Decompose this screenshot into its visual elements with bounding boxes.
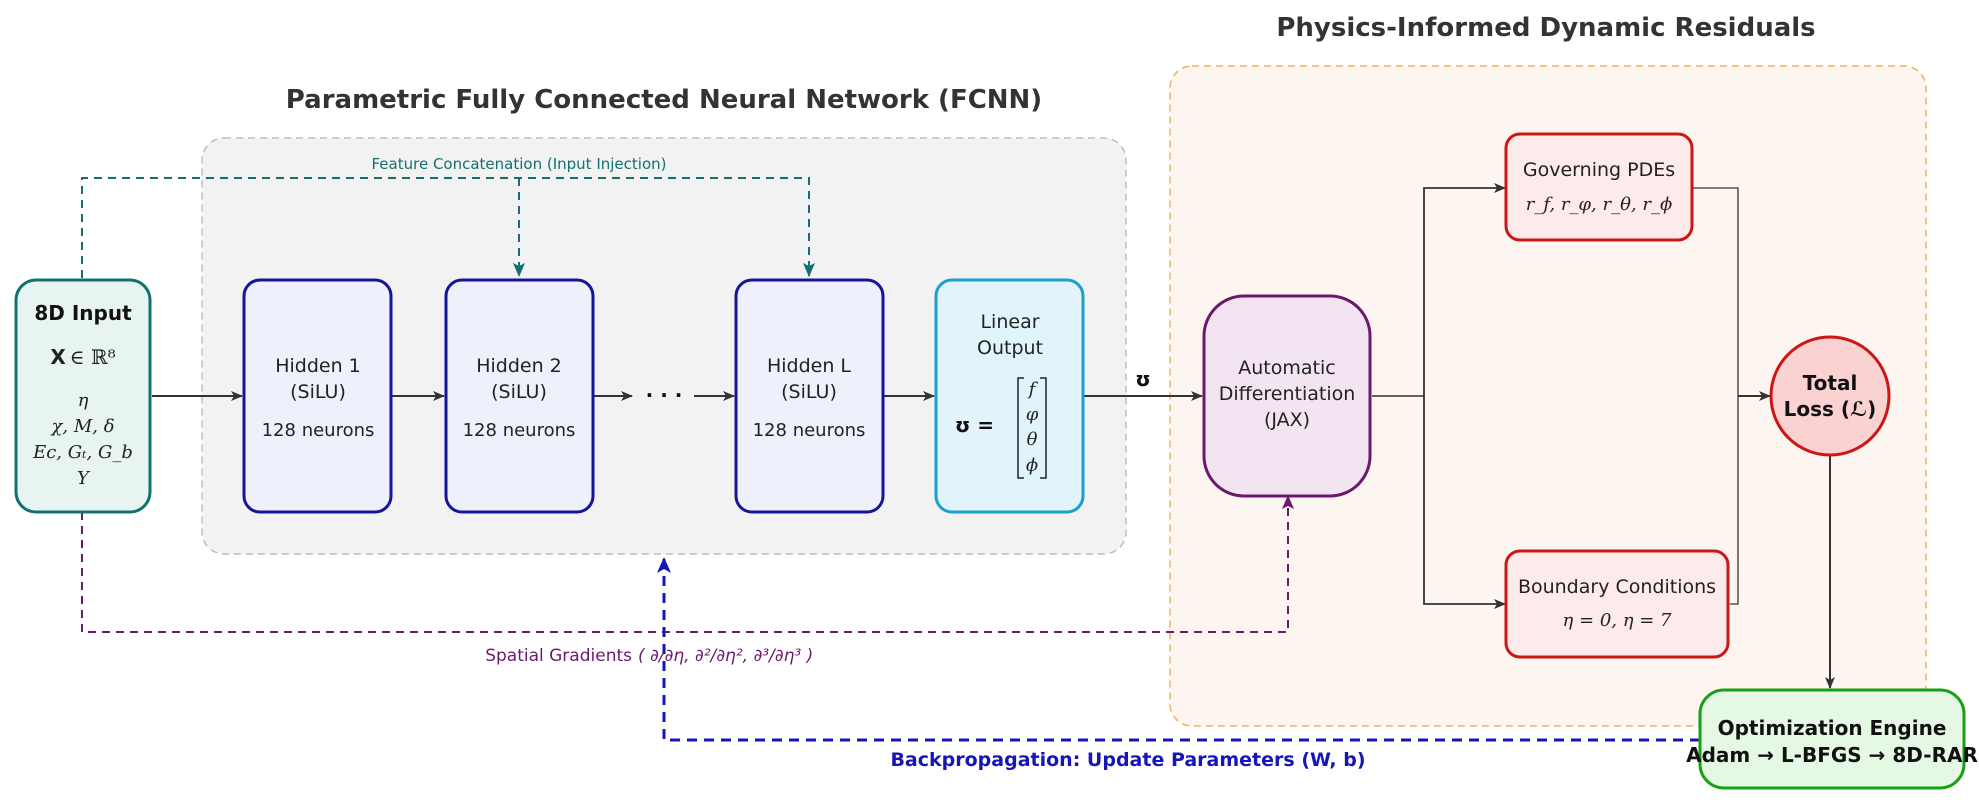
hidden-1-neurons: 128 neurons	[262, 420, 375, 441]
pde-node: Governing PDEs r_f, r_φ, r_θ, r_ϕ	[1504, 132, 1694, 242]
input-var-3: Υ	[77, 468, 91, 489]
bc-node: Boundary Conditions η = 0, η = 7	[1504, 549, 1730, 659]
fcnn-title: Parametric Fully Connected Neural Networ…	[286, 85, 1042, 115]
output-vec-2: θ	[1027, 429, 1038, 450]
hidden-2-neurons: 128 neurons	[463, 420, 576, 441]
optimizer-sub: Adam → L-BFGS → 8D-RAR	[1686, 743, 1978, 767]
pde-math: r_f, r_φ, r_θ, r_ϕ	[1526, 194, 1672, 215]
bc-math: η = 0, η = 7	[1563, 610, 1673, 631]
autodiff-line1: Automatic	[1238, 357, 1335, 379]
edge-autodiff-bc	[1423, 396, 1506, 609]
feature-label: Feature Concatenation (Input Injection)	[372, 155, 667, 173]
fcnn-group-background	[201, 137, 1127, 555]
spatial-math: ( ∂/∂η, ∂²/∂η², ∂³/∂η³ )	[638, 646, 813, 666]
hidden-layer-1: Hidden 1 (SiLU) 128 neurons	[242, 278, 393, 514]
edge-autodiff-pde	[1423, 183, 1506, 396]
spatial-label: Spatial Gradients	[485, 646, 632, 666]
backprop-label: Backpropagation: Update Parameters (W, b…	[890, 749, 1365, 771]
input-node: 8D Input X∈ ℝ⁸ η χ, M, δ Ec, Gₜ, G_b Υ	[14, 278, 152, 514]
output-bracket-right	[1040, 377, 1047, 479]
output-bracket-left	[1017, 377, 1024, 479]
output-vec-3: ϕ	[1026, 455, 1038, 476]
physics-title: Physics-Informed Dynamic Residuals	[1276, 13, 1815, 43]
loss-line1: Total	[1803, 371, 1858, 395]
hidden-layer-2: Hidden 2 (SiLU) 128 neurons	[444, 278, 595, 514]
input-title: 8D Input	[34, 301, 132, 325]
autodiff-line2: Differentiation	[1219, 383, 1356, 405]
hidden-2-name: Hidden 2	[476, 355, 562, 377]
feature-label-bg	[364, 153, 674, 175]
hidden-layer-L: Hidden L (SiLU) 128 neurons	[734, 278, 885, 514]
hidden-L-name: Hidden L	[767, 355, 851, 377]
autodiff-line3: (JAX)	[1264, 409, 1310, 431]
hidden-2-act: (SiLU)	[491, 381, 547, 403]
loss-line2: Loss (ℒ)	[1784, 397, 1877, 421]
hidden-1-act: (SiLU)	[290, 381, 346, 403]
pde-title: Governing PDEs	[1523, 159, 1675, 181]
autodiff-node: Automatic Differentiation (JAX)	[1202, 294, 1372, 498]
output-line1: Linear	[980, 311, 1039, 333]
input-var-2: Ec, Gₜ, G_b	[32, 442, 133, 463]
edge-output-label: ʊ	[1135, 367, 1150, 391]
edge-backprop	[657, 557, 1700, 742]
output-symbol: ʊ =	[955, 413, 994, 437]
hidden-L-neurons: 128 neurons	[753, 420, 866, 441]
hidden-1-name: Hidden 1	[275, 355, 361, 377]
input-var-1: χ, M, δ	[49, 416, 114, 437]
edge-spatial-gradients	[81, 495, 1294, 633]
optimizer-node: Optimization Engine Adam → L-BFGS → 8D-R…	[1686, 688, 1978, 790]
output-node: Linear Output ʊ = f φ θ ϕ	[934, 278, 1085, 514]
output-vec-1: φ	[1026, 404, 1039, 425]
hidden-L-act: (SiLU)	[781, 381, 837, 403]
bc-title: Boundary Conditions	[1518, 576, 1716, 598]
ellipsis: · · ·	[646, 383, 683, 407]
input-var-0: η	[78, 390, 89, 411]
input-space: X∈ ℝ⁸	[50, 345, 115, 369]
output-line2: Output	[977, 337, 1043, 359]
edge-feature-concat	[81, 177, 815, 278]
loss-node: Total Loss (ℒ)	[1769, 335, 1891, 457]
optimizer-title: Optimization Engine	[1718, 716, 1947, 740]
